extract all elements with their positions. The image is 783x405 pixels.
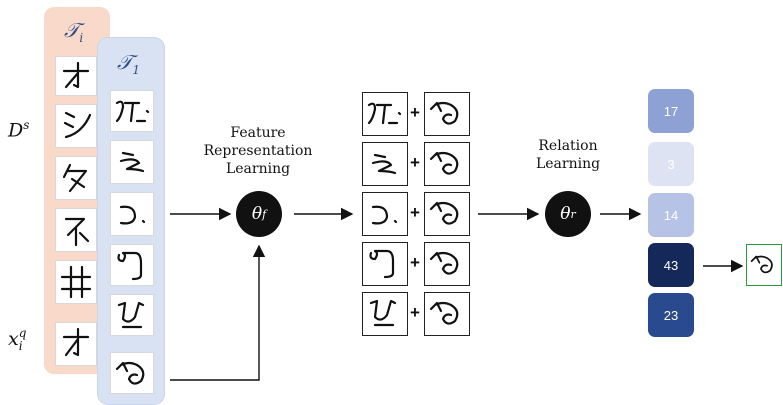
- pair-support-2: [362, 142, 408, 186]
- task-one-cell-5: [110, 294, 154, 336]
- character-glyph: [750, 255, 773, 274]
- character-glyph: [62, 327, 90, 357]
- character-glyph: [369, 249, 395, 279]
- task-i-cell-1: [55, 56, 97, 96]
- pair-support-1: [362, 92, 408, 136]
- character-glyph: [115, 100, 150, 123]
- pair-plus: +: [410, 103, 420, 122]
- task-one-cell-1: [110, 90, 154, 132]
- task-i-cell-4: [55, 208, 97, 252]
- query-cell: [55, 322, 97, 366]
- task-one-cell-2: [110, 140, 154, 184]
- character-glyph: [119, 151, 145, 173]
- character-glyph: [62, 61, 90, 89]
- pair-query-3: [424, 192, 470, 236]
- character-glyph: [60, 265, 92, 299]
- character-glyph: [429, 101, 459, 125]
- task-one-query-cell: [110, 352, 154, 394]
- pair-support-4: [362, 242, 408, 286]
- pair-query-5: [424, 292, 470, 336]
- task-i-label: 𝒯i: [64, 18, 84, 45]
- character-glyph: [63, 111, 92, 139]
- character-glyph: [117, 251, 143, 281]
- task-one-cell-4: [110, 244, 154, 286]
- pair-plus: +: [410, 153, 420, 172]
- task-one-cell-3: [110, 192, 154, 236]
- character-glyph: [429, 251, 459, 275]
- task-i-cell-5: [55, 260, 97, 304]
- relation-learning-label: Relation Learning: [535, 138, 601, 172]
- relation-score-tile: 23: [648, 293, 694, 337]
- character-glyph: [62, 163, 88, 193]
- task-one-label: 𝒯1: [117, 50, 140, 77]
- relation-score-tile-max: 43: [648, 243, 694, 287]
- character-glyph: [369, 299, 397, 327]
- relation-score-tile: 3: [648, 142, 694, 186]
- character-glyph: [367, 102, 402, 125]
- character-glyph: [371, 205, 398, 225]
- character-glyph: [64, 217, 90, 247]
- relation-score-tile: 17: [648, 89, 694, 133]
- pair-query-1: [424, 92, 470, 136]
- task-i-cell-2: [55, 104, 97, 148]
- pair-plus: +: [410, 303, 420, 322]
- character-glyph: [119, 205, 146, 225]
- task-i-cell-3: [55, 156, 97, 200]
- support-set-label: Ds: [8, 118, 30, 142]
- pair-support-5: [362, 292, 408, 336]
- pair-plus: +: [410, 253, 420, 272]
- pair-plus: +: [410, 203, 420, 222]
- relation-score-tile: 14: [648, 193, 694, 237]
- character-glyph: [429, 151, 459, 175]
- feature-learning-label: Feature Representation Learning: [203, 125, 313, 177]
- arrow-query-to-feature: [170, 244, 266, 381]
- character-glyph: [117, 301, 145, 329]
- character-glyph: [371, 153, 397, 175]
- character-glyph: [115, 361, 145, 385]
- pair-query-2: [424, 142, 470, 186]
- pair-support-3: [362, 192, 408, 236]
- predicted-result-box: [746, 244, 782, 286]
- character-glyph: [429, 301, 459, 325]
- pair-query-4: [424, 242, 470, 286]
- character-glyph: [429, 201, 459, 225]
